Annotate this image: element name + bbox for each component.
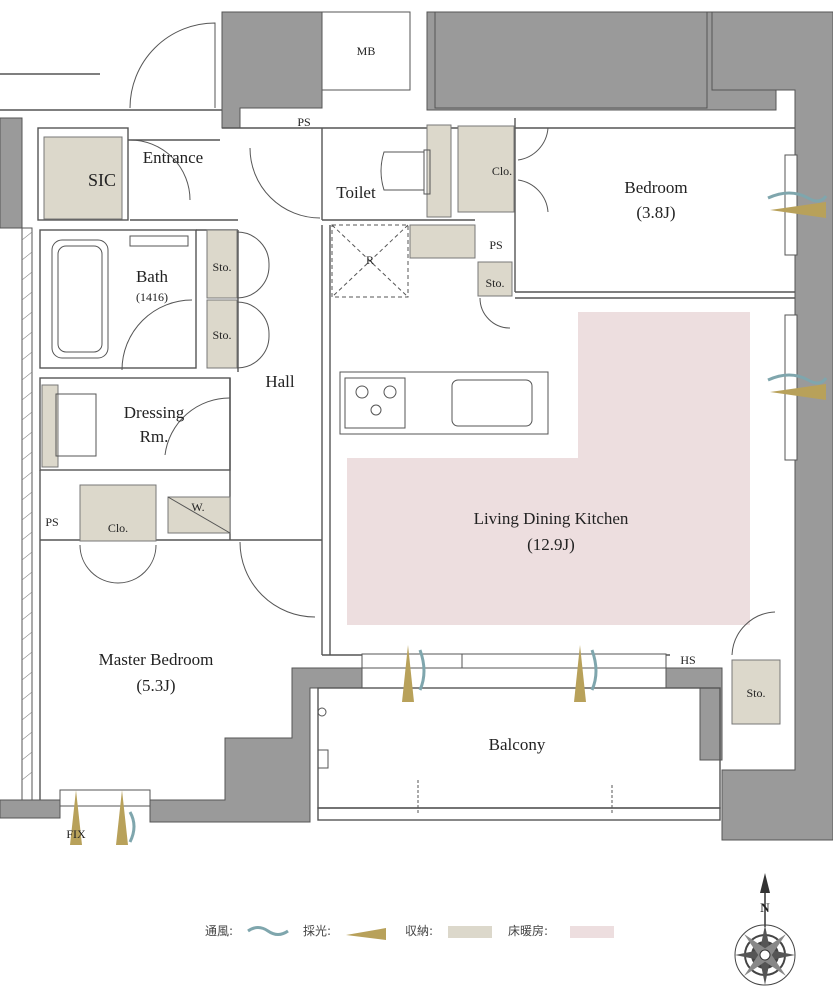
storage-swatch: [448, 926, 492, 938]
dressing-label-2: Rm.: [140, 427, 169, 446]
washer-label: W.: [191, 500, 204, 514]
toilet-shelf: [426, 124, 452, 218]
bedroom-label: Bedroom: [624, 178, 687, 197]
ps-top-label: PS: [297, 115, 310, 129]
sic-storage: [43, 136, 123, 220]
hall-label: Hall: [265, 372, 295, 391]
bath-size: (1416): [136, 290, 168, 304]
legend-heating-label: 床暖房:: [508, 923, 548, 938]
ventilation-markers: [128, 191, 828, 843]
legend-storage-label: 収納:: [405, 924, 433, 938]
daylight-markers: [70, 202, 826, 845]
ps-mid-label: PS: [489, 238, 502, 252]
floor-heating-area: [347, 312, 750, 625]
storage-areas: [41, 124, 781, 725]
hall-storage-bottom: [206, 299, 238, 369]
ldk-storage: [731, 659, 781, 725]
compass-icon: [734, 873, 796, 986]
dressing-label-1: Dressing: [124, 403, 185, 422]
balcony-label: Balcony: [489, 735, 546, 754]
clo-master-label: Clo.: [108, 521, 128, 535]
floor-heating-swatch: [570, 926, 614, 938]
master-size: (5.3J): [136, 676, 175, 695]
doors: [79, 22, 776, 656]
mb-label: MB: [357, 44, 376, 58]
windows: [59, 154, 798, 807]
refrigerator-space: [331, 224, 409, 298]
sto-hall-top-label: Sto.: [212, 260, 231, 274]
clo-bedroom-label: Clo.: [492, 164, 512, 178]
entrance-label: Entrance: [143, 148, 203, 167]
dressing-storage: [41, 384, 59, 468]
bedroom-closet: [457, 125, 515, 213]
ps-left-label: PS: [45, 515, 58, 529]
sto-ldk-label: Sto.: [746, 686, 765, 700]
toilet-storage: [409, 224, 476, 259]
sic-label: SIC: [88, 170, 116, 190]
toilet-label: Toilet: [336, 183, 376, 202]
left-column-hatch: [21, 231, 33, 781]
structural-walls: [0, 11, 833, 841]
hall-storage-top: [206, 229, 238, 299]
master-label: Master Bedroom: [99, 650, 214, 669]
bath-label: Bath: [136, 267, 169, 286]
sto-small-label: Sto.: [485, 276, 504, 290]
legend-ventilation-label: 通風:: [205, 924, 233, 938]
sto-hall-bottom-label: Sto.: [212, 328, 231, 342]
bedroom-size: (3.8J): [636, 203, 675, 222]
ldk-label: Living Dining Kitchen: [474, 509, 629, 528]
small-storage: [477, 261, 513, 297]
legend: 通風: 採光: 収納: 床暖房:: [205, 923, 614, 940]
ventilation-swatch: [247, 926, 289, 936]
refrigerator-label: R: [366, 253, 374, 267]
compass-north-label: N: [760, 900, 770, 915]
daylight-swatch: [346, 928, 386, 940]
fix-label: FIX: [66, 827, 86, 841]
hs-label: HS: [680, 653, 695, 667]
fixtures: [51, 149, 613, 815]
left-column: [21, 227, 33, 801]
legend-daylight-label: 採光:: [303, 924, 331, 938]
master-closet: [79, 484, 157, 542]
ldk-size: (12.9J): [527, 535, 575, 554]
